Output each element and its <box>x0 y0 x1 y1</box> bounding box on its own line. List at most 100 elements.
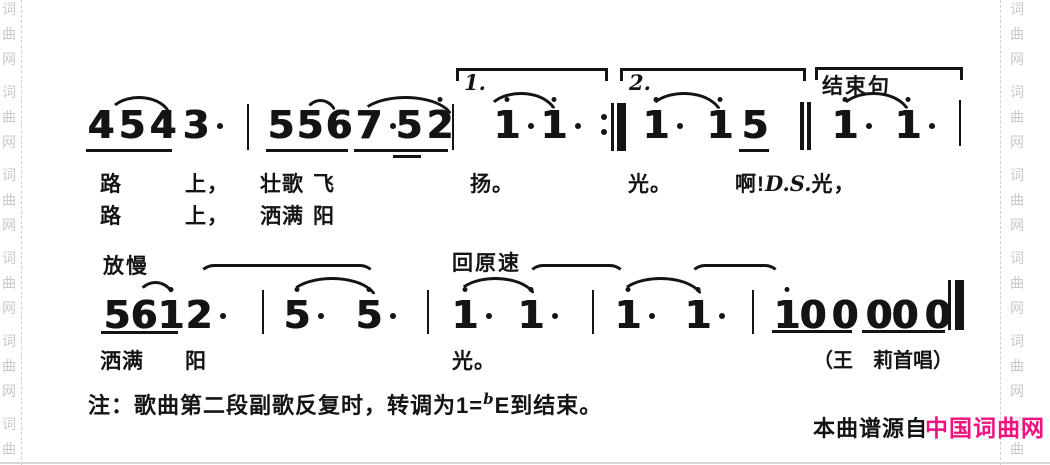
barline <box>427 290 429 334</box>
note-digit: 0 <box>800 293 827 337</box>
dashed-border-left <box>21 0 22 465</box>
lyric: 扬。 <box>470 173 514 196</box>
coda-bracket <box>815 67 963 80</box>
note-digit: 1 <box>452 293 494 337</box>
note-digit: 0 <box>925 293 952 337</box>
note-digit: 5 <box>297 103 324 147</box>
tie <box>527 264 626 281</box>
final-barline <box>948 280 951 330</box>
barline <box>262 290 264 334</box>
watermark-char: 网 <box>2 383 16 399</box>
beam-line <box>354 149 448 152</box>
slur <box>136 281 175 300</box>
watermark-char: 曲 <box>2 109 16 125</box>
watermark-char: 词 <box>2 84 16 100</box>
watermark-char: 曲 <box>2 192 16 208</box>
tie <box>689 264 781 282</box>
tie <box>198 264 376 283</box>
watermark-char: 词 <box>1010 416 1024 432</box>
watermark-char: 曲 <box>1010 109 1024 125</box>
slur <box>645 92 723 117</box>
watermark-char: 曲 <box>1010 26 1024 42</box>
watermark-char: 网 <box>2 51 16 67</box>
watermark-char: 曲 <box>2 275 16 291</box>
site-name-link[interactable]: 中国词曲网 <box>925 415 1045 441</box>
final-barline-thick <box>955 280 964 330</box>
lyric: 阳 <box>313 205 335 228</box>
double-barline <box>807 102 811 150</box>
lyric: 路 <box>100 173 122 196</box>
watermark-left: 词曲网词曲网词曲网词曲网词曲网词曲网 <box>0 0 18 465</box>
watermark-char: 曲 <box>1010 358 1024 374</box>
watermark-char: 网 <box>1010 383 1024 399</box>
note-digit: 5 <box>396 103 423 147</box>
watermark-char: 网 <box>1010 134 1024 150</box>
repeat-barline-thick <box>617 103 626 151</box>
slur <box>617 277 704 300</box>
watermark-char: 词 <box>2 1 16 17</box>
lyric-ah: 啊! <box>735 173 765 196</box>
barline <box>752 290 754 334</box>
slur <box>286 277 378 301</box>
barline <box>959 100 961 146</box>
note-digit: 5 <box>268 103 295 147</box>
note-digit: 1 <box>541 103 583 147</box>
volta-bracket-1 <box>456 68 608 81</box>
volta-1-label: 1. <box>464 70 486 95</box>
tempo-mark-a-tempo: 回原速 <box>452 252 521 275</box>
watermark-char: 网 <box>1010 300 1024 316</box>
bottom-border <box>0 462 1050 464</box>
watermark-char: 词 <box>2 250 16 266</box>
repeat-dot <box>601 129 607 135</box>
note-digit: 5 <box>104 293 131 337</box>
watermark-char: 词 <box>1010 333 1024 349</box>
lyric: 洒满 <box>100 350 144 373</box>
note-digit: 0 <box>866 293 893 337</box>
lyric: 路 <box>100 205 122 228</box>
note-digit: 1 <box>707 103 734 147</box>
dal-segno-mark: D.S. <box>765 171 812 196</box>
lyric: 上， <box>185 173 229 196</box>
double-barline <box>800 102 804 150</box>
watermark-char: 曲 <box>1010 441 1024 457</box>
note-digit: 5 <box>356 293 398 337</box>
note-digit: 0 <box>832 293 859 337</box>
watermark-char: 曲 <box>1010 275 1024 291</box>
note-digit: 1 <box>774 293 801 337</box>
note-digit: 1 <box>494 103 536 147</box>
note-digit: 6 <box>131 293 158 337</box>
note-text-prefix: 注：歌曲第二段副歌反复时，转调为1= <box>88 393 484 418</box>
modulation-note: 注：歌曲第二段副歌反复时，转调为1=bE到结束。 <box>88 388 602 420</box>
note-digit: 1 <box>518 293 560 337</box>
beam-line <box>393 155 421 158</box>
watermark-char: 曲 <box>1010 192 1024 208</box>
watermark-char: 词 <box>1010 167 1024 183</box>
note-digit: 2 <box>427 103 454 147</box>
beam-line <box>739 149 769 152</box>
note-digit: 1 <box>615 293 657 337</box>
lyric: 光。 <box>452 350 496 373</box>
note-digit: 7 <box>356 103 398 147</box>
repeat-barline <box>611 103 614 151</box>
volta-2-label: 2. <box>629 70 651 95</box>
lyric: 飞 <box>313 173 335 196</box>
barline <box>452 104 454 150</box>
slur <box>484 92 558 117</box>
watermark-char: 词 <box>1010 84 1024 100</box>
watermark-char: 词 <box>2 416 16 432</box>
watermark-right: 词曲网词曲网词曲网词曲网词曲网词曲网 <box>1008 0 1026 465</box>
dashed-border-right <box>1000 0 1001 465</box>
note-digit: 0 <box>892 293 919 337</box>
note-digit: 5 <box>284 293 326 337</box>
beam-line <box>772 330 852 333</box>
lyric-dal-segno: 啊!D.S.光， <box>735 168 856 198</box>
note-digit: 2 <box>186 293 228 337</box>
slur <box>836 92 911 117</box>
note-digit: 1 <box>643 103 685 147</box>
note-digit: 1 <box>895 103 937 147</box>
volta-bracket-2 <box>620 68 806 81</box>
lyric: 光。 <box>628 173 672 196</box>
slur <box>454 277 537 300</box>
watermark-char: 网 <box>2 134 16 150</box>
